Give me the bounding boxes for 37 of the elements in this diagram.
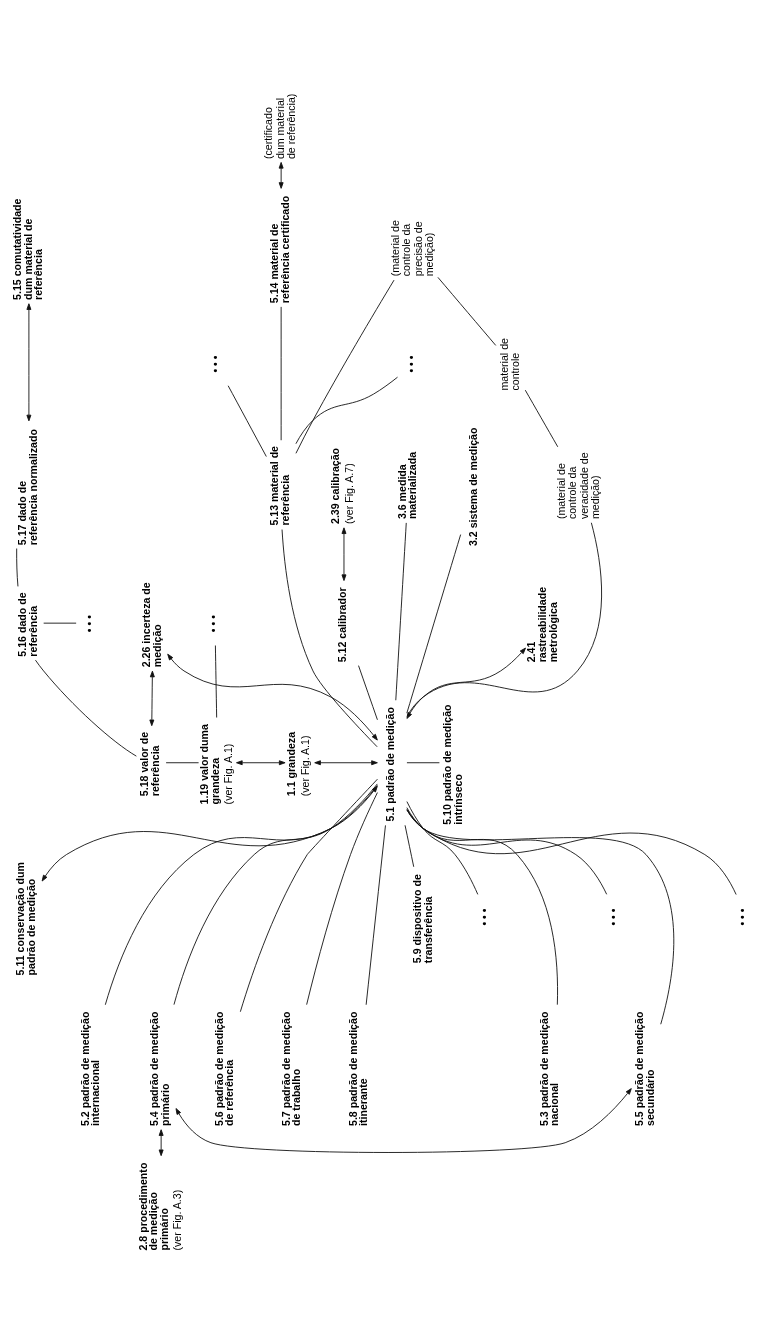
node-text: • • • (208, 355, 221, 373)
node-text: 5.11 conservação dum padrão de medição (14, 861, 37, 975)
node-text: 5.10 padrão de medição intrínseco (441, 703, 464, 825)
node-text: 3.2 sistema de medição (467, 426, 480, 546)
node-text: 5.14 material de referência certificado (268, 195, 291, 303)
node-text: 1.1 grandeza (ver Fig. A.1) (285, 731, 312, 796)
node-text: 2.26 incerteza de medição (140, 581, 163, 667)
node-text: 2.39 calibração (ver Fig. A.7) (329, 447, 356, 524)
node-text: • • • (735, 908, 748, 926)
node-text: • • • (82, 614, 95, 632)
node-text: • • • (606, 908, 619, 926)
node-text: 5.2 padrão de medição internacional (78, 1011, 102, 1126)
node-text: • • • (206, 614, 219, 632)
node-text: 5.16 dado de referência (15, 591, 39, 657)
node-text: 2.41 rastreabilidade metrológica (525, 586, 559, 662)
node-text: 2.8 procedimento de medição primário (ver Fig. A.3) (136, 1162, 184, 1250)
node-text: 5.8 padrão de medição itinerante (346, 1011, 370, 1126)
node-text: 5.5 padrão de medição secundário (633, 1011, 656, 1126)
node-text: 5.6 padrão de medição de referência (212, 1011, 236, 1126)
node-text: 3.6 medida materializada (395, 451, 419, 519)
node-text: (certificado dum material de referência) (262, 93, 298, 159)
node-text: 5.3 padrão de medição nacional (537, 1011, 561, 1126)
node-text: 1.19 valor duma grandeza (ver Fig. A.1) (197, 723, 234, 804)
node-text: (material de controle da precisão de medição) (389, 219, 436, 276)
node-text: 5.18 valor de referência (138, 731, 162, 796)
node-text: 5.13 material de referência (268, 445, 291, 526)
node-text: • • • (404, 355, 417, 373)
node-text: 5.12 calibrador (335, 586, 348, 662)
node-text: 5.17 dado de referência normalizado (15, 428, 39, 545)
node-text: 5.1 padrão de medição (384, 706, 397, 822)
node-text: 5.9 dispositivo de transferência (411, 873, 434, 963)
node-text: material de controle (497, 337, 521, 391)
node-text: (material de controle da veracidade de medição) (554, 451, 601, 519)
node-text: 5.7 padrão de medição de trabalho (279, 1011, 303, 1126)
node-text: 5.15 comutatividade dum material de referência (11, 197, 45, 300)
node-text: 5.4 padrão de medição primário (148, 1011, 171, 1126)
node-text: • • • (477, 908, 490, 926)
